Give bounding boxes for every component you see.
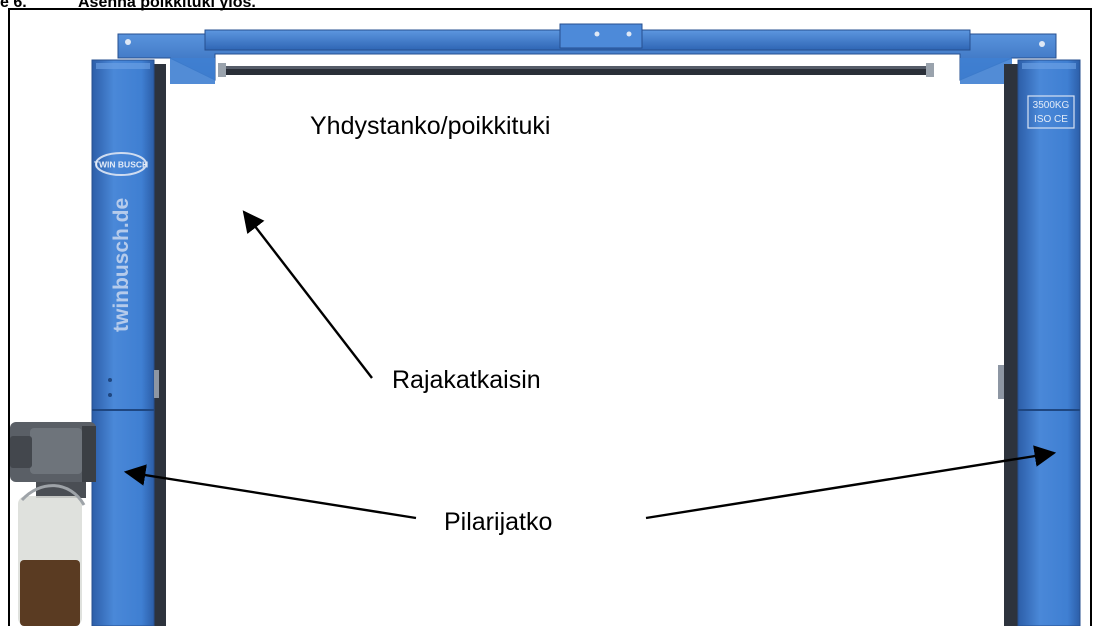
right-column — [998, 59, 1081, 626]
right-capacity-text: 3500KG — [1033, 100, 1070, 111]
left-column — [91, 59, 166, 626]
annotation-arrows — [123, 210, 1057, 520]
left-brand-text: twinbusch.de — [110, 198, 133, 332]
section-title: Asenna poikkituki ylös. — [78, 0, 256, 11]
arrow-left-extension — [123, 464, 417, 520]
arrow-right-extension — [645, 445, 1057, 520]
figure-frame — [8, 8, 1092, 626]
left-logo-text: TWIN BUSCH — [94, 160, 148, 170]
arrow-limit-switch — [242, 210, 373, 379]
crossbar-label: Yhdystanko/poikkituki — [310, 112, 551, 140]
section-number: e 6. — [0, 0, 27, 11]
right-cert-text: ISO CE — [1034, 114, 1068, 125]
limit-rod — [218, 63, 934, 77]
left-logo — [95, 152, 147, 176]
limit-switch-label: Rajakatkaisin — [392, 366, 541, 394]
hydraulic-power-unit — [10, 422, 96, 626]
crossbar — [117, 23, 1057, 84]
column-extension-label: Pilarijatko — [444, 508, 553, 536]
section-heading: e 6. Asenna poikkituki ylös. — [0, 0, 256, 12]
